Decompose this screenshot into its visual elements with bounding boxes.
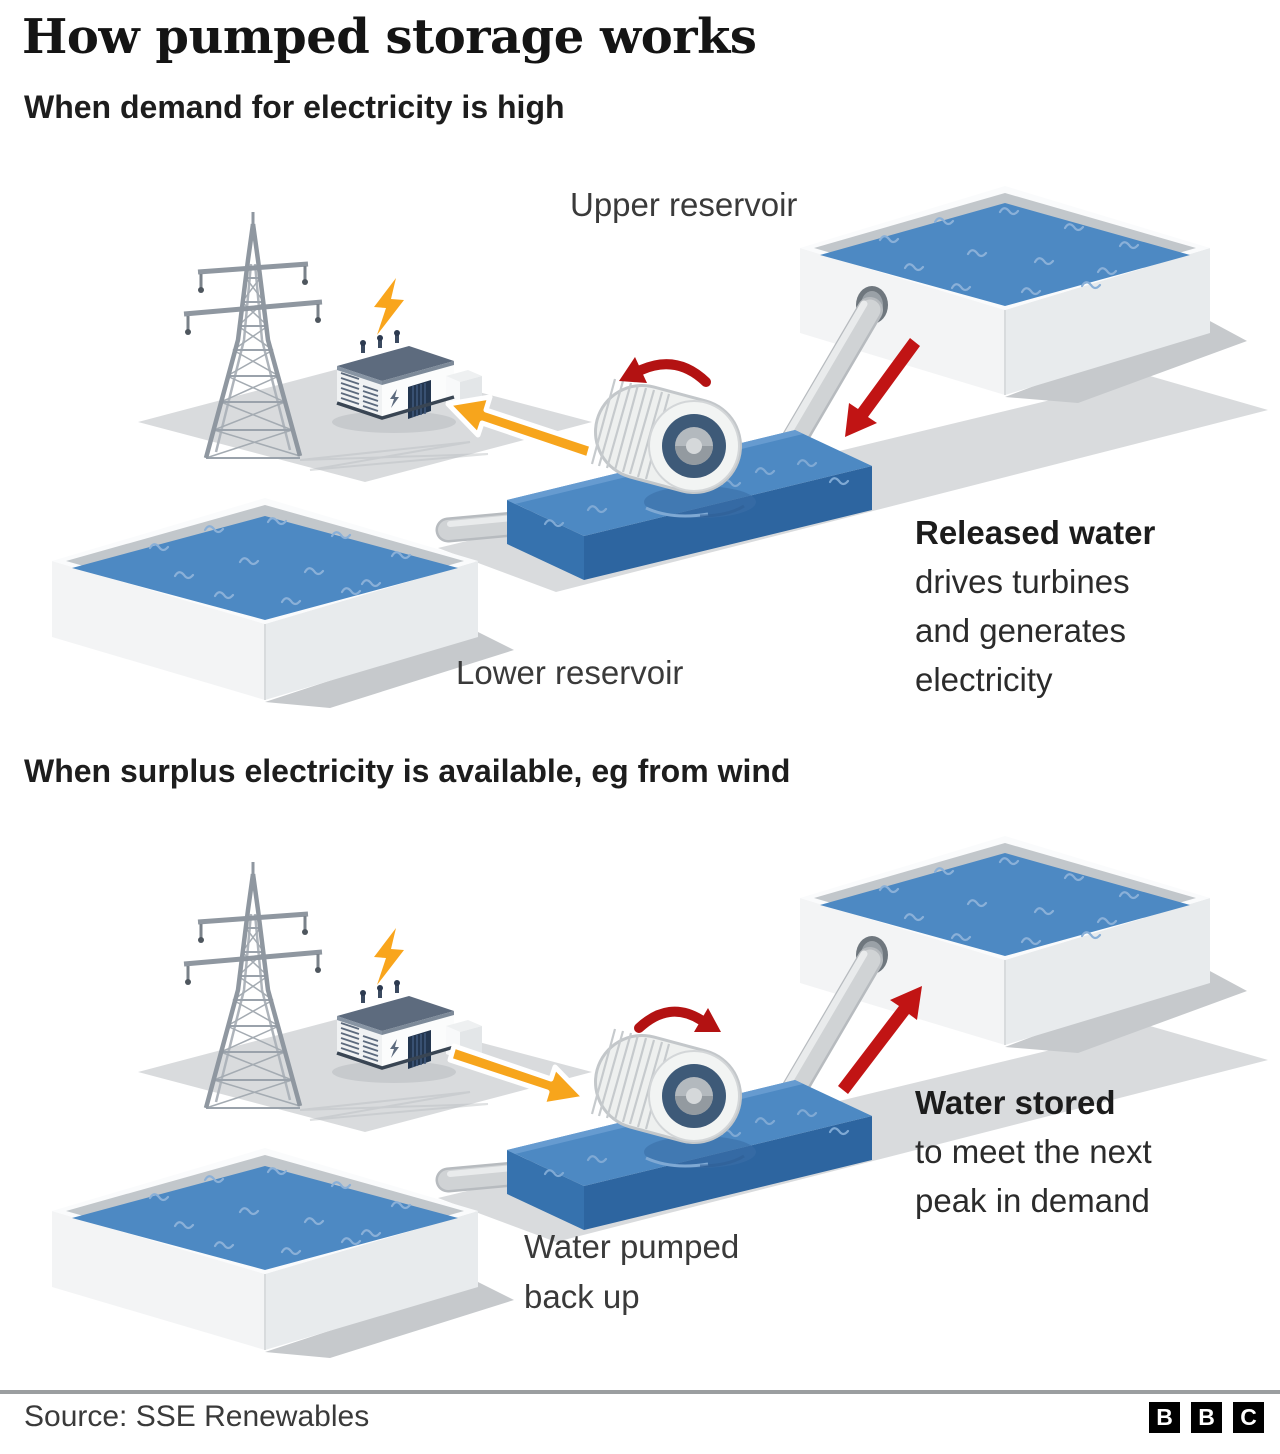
annotation-line: peak in demand <box>915 1182 1150 1219</box>
bbc-logo-block: B <box>1149 1402 1180 1433</box>
water-stored-annotation: Water stored to meet the next peak in de… <box>915 1078 1152 1225</box>
lower-reservoir-label: Lower reservoir <box>456 654 684 691</box>
panel2-heading: When surplus electricity is available, e… <box>24 753 791 789</box>
annotation-line: to meet the next <box>915 1133 1152 1170</box>
annotation-lead: Released water <box>915 514 1156 551</box>
rotation-arrow-icon <box>619 357 711 387</box>
pump-label-line: back up <box>524 1278 640 1315</box>
water-flow-arrow <box>845 338 920 437</box>
annotation-line: and generates <box>915 612 1127 649</box>
annotation-line: drives turbines <box>915 563 1130 600</box>
pump-label-line: Water pumped <box>524 1228 740 1265</box>
electricity-flow-arrow <box>445 394 595 462</box>
source-credit: Source: SSE Renewables <box>24 1400 370 1433</box>
annotation-lead: Water stored <box>915 1084 1116 1121</box>
bbc-logo-block: B <box>1191 1402 1222 1433</box>
annotation-line: electricity <box>915 661 1053 698</box>
released-water-annotation: Released water drives turbines and gener… <box>915 508 1155 704</box>
page-title: How pumped storage works <box>22 9 757 65</box>
footer-divider <box>0 1390 1280 1394</box>
diagram-high-demand <box>0 140 1280 740</box>
upper-reservoir-label: Upper reservoir <box>570 186 798 223</box>
water-pumped-label: Water pumped back up <box>524 1222 739 1322</box>
diagram-surplus-electricity <box>0 790 1280 1390</box>
bbc-logo-block: C <box>1233 1402 1264 1433</box>
bbc-logo: B B C <box>1149 1402 1264 1433</box>
electricity-flow-arrow <box>447 1043 588 1108</box>
panel1-heading: When demand for electricity is high <box>24 89 565 125</box>
rotation-arrow-icon <box>634 1006 721 1033</box>
water-flow-arrow <box>838 986 922 1094</box>
